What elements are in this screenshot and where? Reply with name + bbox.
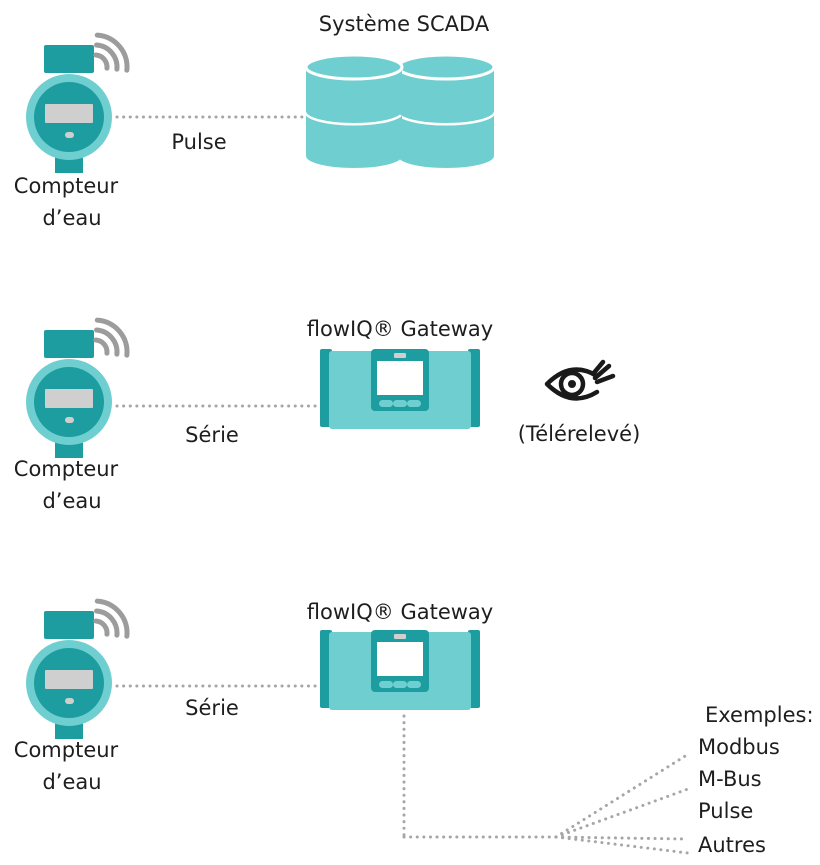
gateway-device-icon [320, 349, 480, 429]
meter-label-line2: d’eau [42, 489, 102, 513]
link-label-serie: Série [185, 423, 239, 447]
examples-title: Exemples: [705, 703, 814, 727]
example-mbus: M-Bus [698, 767, 762, 791]
meter-label-line2: d’eau [42, 770, 102, 794]
dotted-connector-mbus [554, 787, 690, 839]
gateway-label: flowIQ® Gateway [306, 600, 494, 624]
water-meter-icon [26, 611, 112, 739]
water-meter-icon [26, 330, 112, 458]
dotted-connector-modbus [554, 751, 692, 839]
meter-label-line2: d’eau [42, 206, 102, 230]
meter-label-line1: Compteur [13, 174, 119, 198]
link-label-serie: Série [185, 696, 239, 720]
wireless-signal-icon [93, 598, 130, 639]
water-meter-icon [26, 45, 112, 173]
dotted-connector-pulse [554, 835, 688, 841]
meter-label-line1: Compteur [13, 738, 119, 762]
scada-label: Système SCADA [318, 12, 490, 36]
meter-label-line1: Compteur [13, 457, 119, 481]
example-pulse: Pulse [698, 799, 754, 823]
eye-icon [544, 359, 616, 401]
gateway-label: flowIQ® Gateway [306, 317, 494, 341]
example-modbus: Modbus [698, 735, 780, 759]
link-label-pulse: Pulse [171, 130, 227, 154]
dotted-connector-autres [554, 835, 690, 855]
database-icon [304, 53, 496, 168]
wireless-signal-icon [93, 317, 130, 358]
remote-reading-label: (Télérelevé) [517, 422, 641, 446]
wireless-signal-icon [93, 32, 130, 73]
example-autres: Autres [698, 833, 766, 857]
gateway-device-icon [320, 630, 480, 710]
